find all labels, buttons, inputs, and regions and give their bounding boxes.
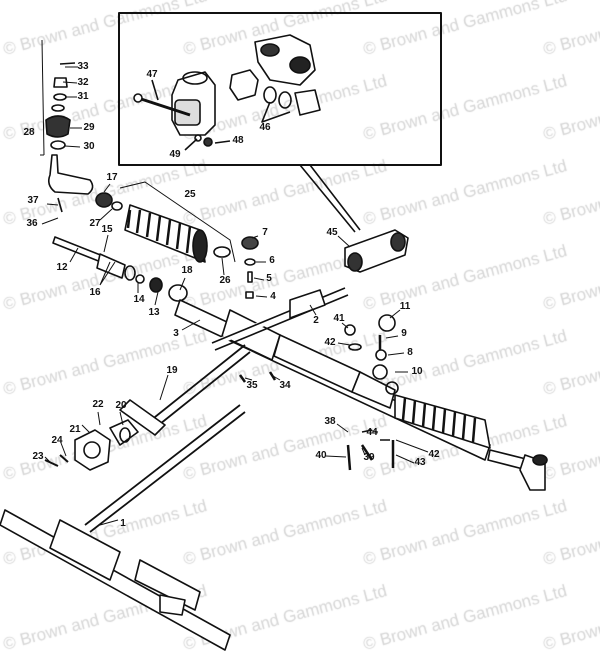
part-label: 11 [399, 301, 411, 312]
part-label: 15 [101, 224, 113, 235]
part-label: 44 [366, 427, 378, 438]
part-label: 1 [120, 518, 126, 529]
part-label: 46 [259, 122, 271, 133]
universal-joint-45 [344, 229, 409, 273]
part-label: 42 [324, 337, 336, 348]
part-label: 39 [363, 452, 375, 463]
part-label: 27 [89, 218, 101, 229]
inset-box [118, 12, 442, 166]
part-label: 6 [269, 255, 275, 266]
part-label: 4 [270, 291, 276, 302]
part-label: 9 [401, 328, 407, 339]
part-label: 13 [148, 307, 160, 318]
rubber-boot-25 [119, 181, 236, 263]
pinion-housing-21 [74, 429, 111, 471]
part-label: 19 [166, 365, 178, 376]
part-27 [111, 201, 123, 211]
part-7 [241, 236, 259, 250]
column-19 [144, 344, 251, 433]
part-label: 16 [89, 287, 101, 298]
part-label: 7 [262, 227, 268, 238]
part-label: 33 [77, 61, 89, 72]
part-17 [95, 192, 113, 208]
part-label: 41 [333, 313, 345, 324]
part-label: 32 [77, 77, 89, 88]
part-label: 5 [266, 273, 272, 284]
part-label: 47 [146, 69, 158, 80]
part-label: 49 [169, 149, 181, 160]
part-label: 17 [106, 172, 118, 183]
part-label: 38 [324, 416, 336, 427]
part-label: 25 [184, 189, 196, 200]
part-label: 42 [428, 449, 440, 460]
part-label: 43 [414, 457, 426, 468]
part-label: 20 [115, 400, 127, 411]
part-label: 34 [279, 380, 291, 391]
part-label: 26 [219, 275, 231, 286]
part-label: 23 [32, 451, 44, 462]
part-label: 10 [411, 366, 423, 377]
part-label: 29 [83, 122, 95, 133]
part-label: 40 [315, 450, 327, 461]
part-label: 14 [133, 294, 145, 305]
part-label: 18 [181, 265, 193, 276]
part-label: 30 [83, 141, 95, 152]
part-label: 22 [92, 399, 104, 410]
part-label: 35 [246, 380, 258, 391]
steering-rack-lower [0, 509, 231, 651]
clip-26 [213, 246, 231, 258]
part-label: 8 [407, 347, 413, 358]
inset-universal-joint [133, 34, 321, 151]
part-label: 28 [23, 127, 35, 138]
part-label: 24 [51, 435, 63, 446]
part-label: 21 [69, 424, 81, 435]
part-label: 48 [232, 135, 244, 146]
inner-tie-rod-12 [52, 236, 188, 302]
part-label: 36 [26, 218, 38, 229]
part-label: 31 [77, 91, 89, 102]
part-label: 3 [173, 328, 179, 339]
part-label: 37 [27, 195, 39, 206]
steering-rack-upper [174, 287, 548, 491]
part-label: 2 [313, 315, 319, 326]
part-label: 45 [326, 227, 338, 238]
column-1 [84, 404, 246, 533]
part-label: 12 [56, 262, 68, 273]
